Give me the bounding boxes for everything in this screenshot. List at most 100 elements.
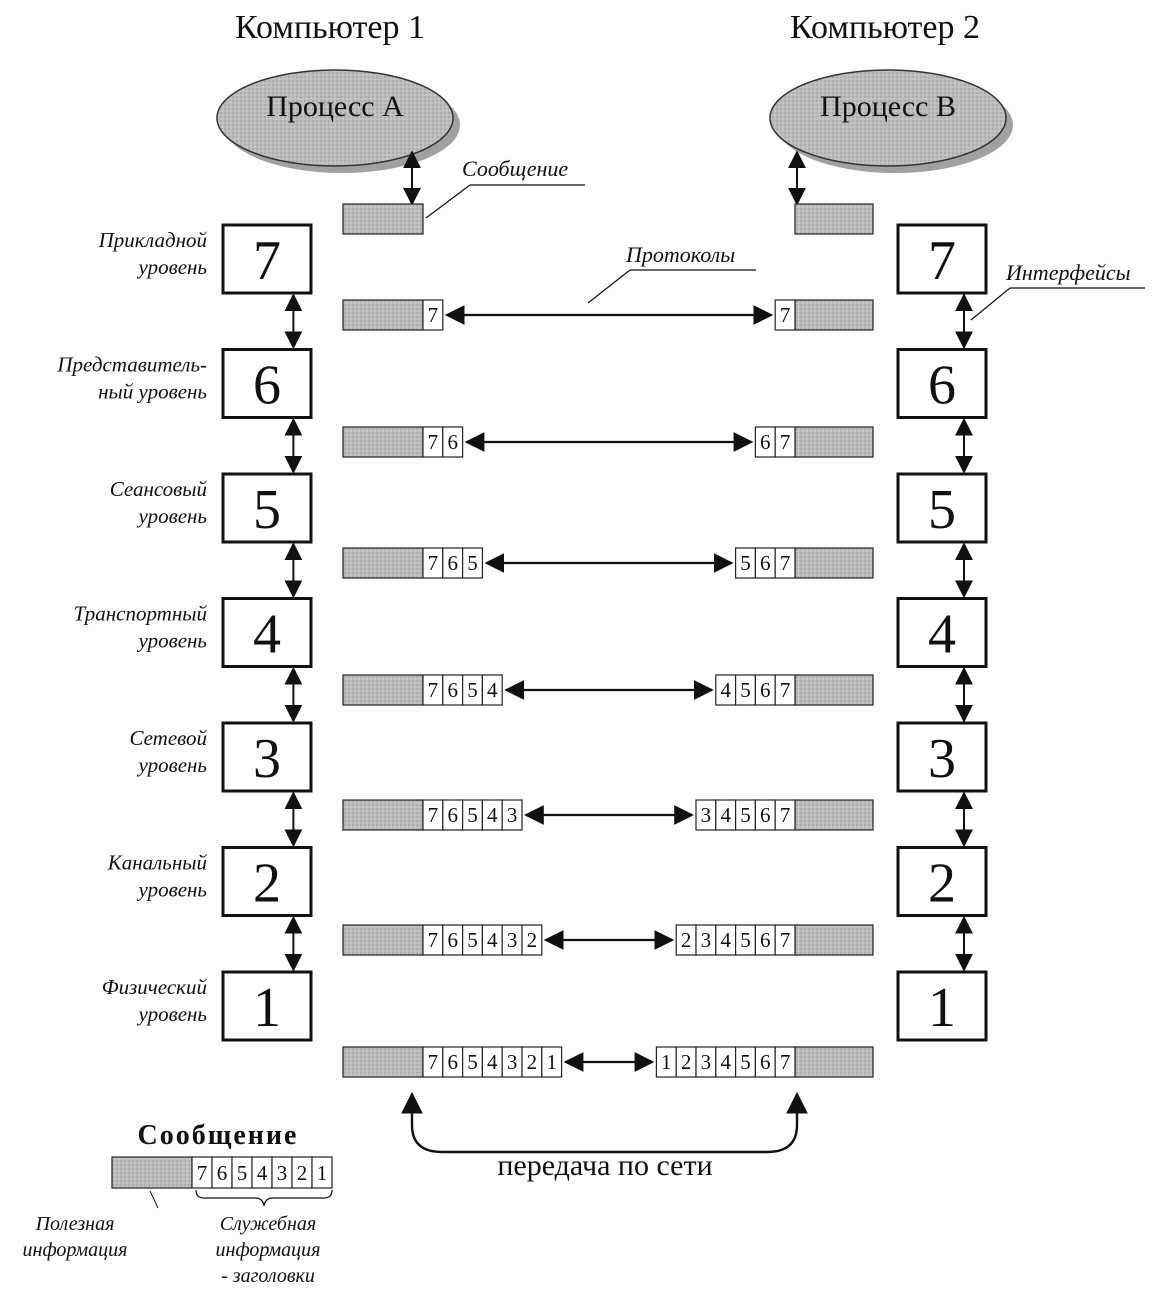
level-name-line2: уровень [137,878,207,902]
legend-service-line3: - заголовки [221,1265,315,1287]
computer1-header-label: 2 [527,928,538,952]
computer2-header-label: 4 [720,803,731,827]
computer1-header-label: 1 [546,1050,557,1074]
computer1-header-label: 7 [428,1050,439,1074]
level-name-line2: уровень [137,753,207,777]
computer2-header-label: 5 [740,551,751,575]
computer2-header-label: 7 [780,430,791,454]
computer1-header-label: 3 [507,803,518,827]
computer1-level-number-2: 2 [253,853,281,915]
level-name-line1: Представитель- [56,353,207,377]
computer1-level-box-7 [221,223,313,295]
legend-payload-line1: Полезная [35,1213,115,1235]
computer2-header-label: 5 [740,803,751,827]
computer2-level-number-4: 4 [928,604,956,666]
computer2-header-cell [774,799,796,831]
level-name-line2: уровень [137,504,207,528]
computer1-level-number-3: 3 [253,728,281,790]
computer2-header-label: 2 [681,1050,692,1074]
computer1-header-label: 7 [428,430,439,454]
level-name-line1: Канальный [107,851,208,875]
computer1-level-number-6: 6 [253,355,281,417]
computer1-header-label: 6 [447,1050,458,1074]
computer1-header-label: 5 [467,551,478,575]
computer2-header-label: 2 [681,928,692,952]
computer2-payload [794,799,874,831]
computer2-level-box-4 [896,597,988,668]
computer2-level-number-3: 3 [928,728,956,790]
computer1-header-cell [541,1046,563,1078]
computer1-title: Компьютер 1 [235,9,425,46]
computer1-header-label: 4 [487,1050,498,1074]
level-name-line2: ный уровень [98,380,207,404]
protocols-annotation-leader [587,269,631,304]
interfaces-annotation: Интерфейсы [1005,260,1131,285]
computer1-header-label: 4 [487,678,498,702]
computer1-level-box-3 [221,721,313,793]
computer1-header-label: 7 [428,303,439,327]
computer1-header-cell [501,799,523,831]
level-name-line2: уровень [137,1002,207,1026]
computer1-level-number-4: 4 [253,604,281,666]
computer2-level-box-5 [896,472,988,544]
computer1-header-label: 6 [447,551,458,575]
computer2-payload [794,674,874,706]
level-row-6: Представитель-ный уровень 6 6 [56,348,988,474]
computer1-header-label: 2 [527,1050,538,1074]
computer1-header-label: 6 [447,430,458,454]
legend-service-brace [195,1189,333,1207]
computer2-header-cell [774,426,796,458]
computer1-header-label: 5 [467,928,478,952]
computer2-header-label: 7 [780,678,791,702]
computer2-header-label: 3 [701,928,712,952]
computer2-header-label: 4 [720,928,731,952]
computer2-header-label: 7 [780,803,791,827]
legend-header-label: 3 [277,1161,288,1185]
message-annotation-leader [425,184,471,219]
process-b-label: Процесс В [820,90,956,123]
computer2-header-label: 6 [760,928,771,952]
computer1-level-number-1: 1 [253,977,281,1039]
computer2-header-cell [774,924,796,956]
computer2-level-box-6 [896,348,988,419]
computer2-header-label: 7 [780,1050,791,1074]
process-a-cloud: Процесс А [216,69,460,173]
computer2-header-label: 5 [740,928,751,952]
computer2-level-number-5: 5 [928,479,956,541]
computer1-header-label: 3 [507,1050,518,1074]
computer2-header-label: 3 [701,1050,712,1074]
computer1-header-label: 6 [447,678,458,702]
computer2-title: Компьютер 2 [790,9,980,46]
computer2-header-label: 5 [740,1050,751,1074]
computer1-header-cell [422,299,444,331]
computer1-level-box-5 [221,472,313,544]
legend-service-line1: Служебная [220,1213,316,1235]
computer2-payload [794,299,874,331]
computer1-header-label: 5 [467,678,478,702]
legend-header-label: 6 [217,1161,228,1185]
computer2-payload [794,924,874,956]
computer1-payload [342,924,424,956]
computer1-payload [342,203,424,235]
computer2-payload [794,1046,874,1078]
network-transmission-label: передача по сети [497,1149,712,1182]
legend-service-line2: информация [216,1239,321,1261]
legend-header-label: 1 [317,1161,328,1185]
network-transmission-arrow [401,1091,808,1154]
computer2-header-label: 5 [740,678,751,702]
computer1-level-box-4 [221,597,313,668]
legend-header-label: 2 [297,1161,308,1185]
computer2-level-number-1: 1 [928,977,956,1039]
